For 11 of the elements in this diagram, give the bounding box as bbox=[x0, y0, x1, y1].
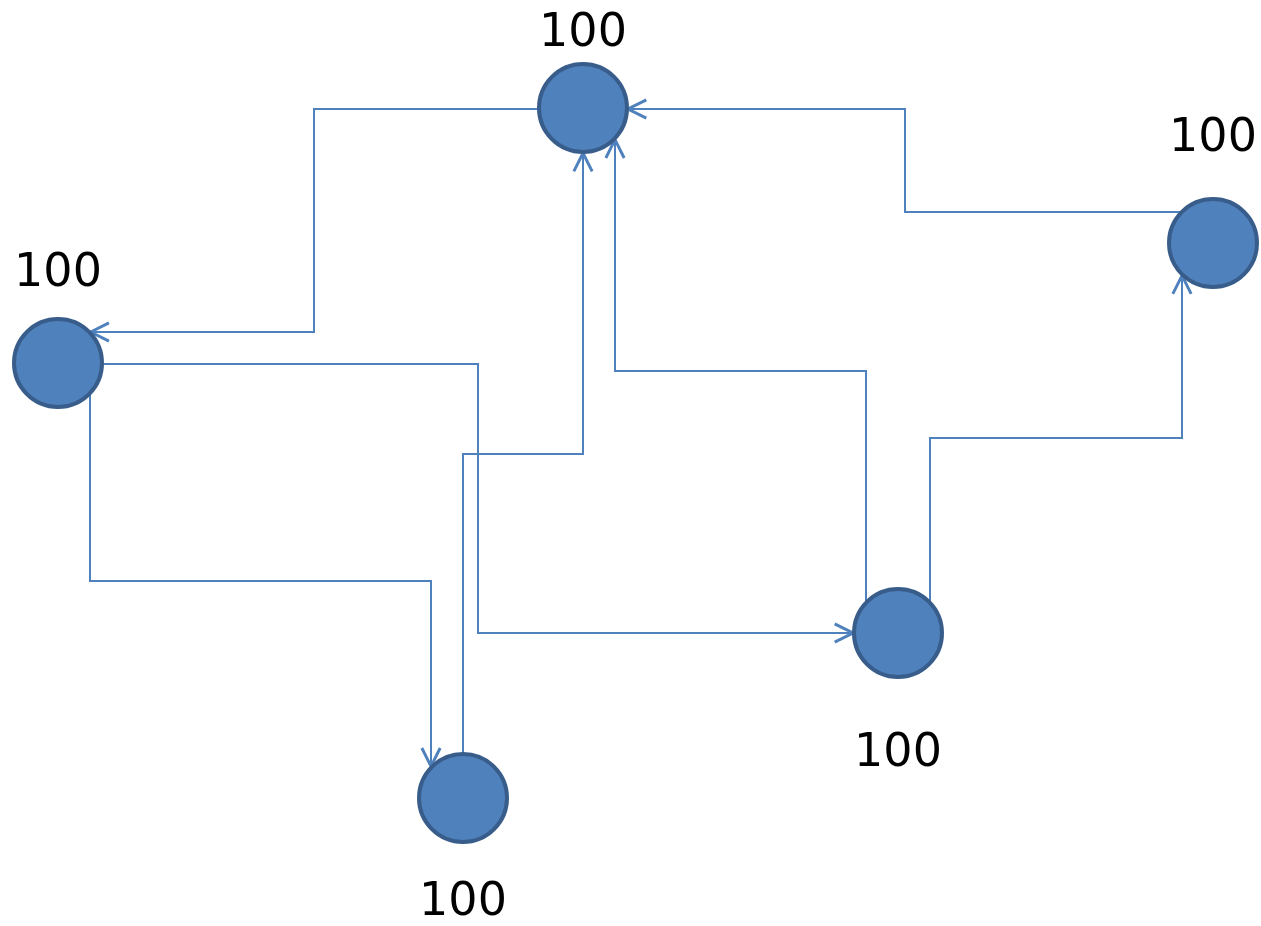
arrow bbox=[462, 151, 594, 754]
node-label: 100 bbox=[539, 6, 627, 54]
arrow bbox=[929, 274, 1193, 603]
node-label: 100 bbox=[854, 726, 942, 774]
node-label: 100 bbox=[1169, 111, 1257, 159]
node-label: 100 bbox=[14, 246, 102, 294]
arrow bbox=[604, 138, 867, 603]
node-label: 100 bbox=[419, 875, 507, 923]
arrow bbox=[89, 393, 442, 768]
arrow bbox=[89, 108, 539, 343]
arrow bbox=[626, 98, 1182, 213]
